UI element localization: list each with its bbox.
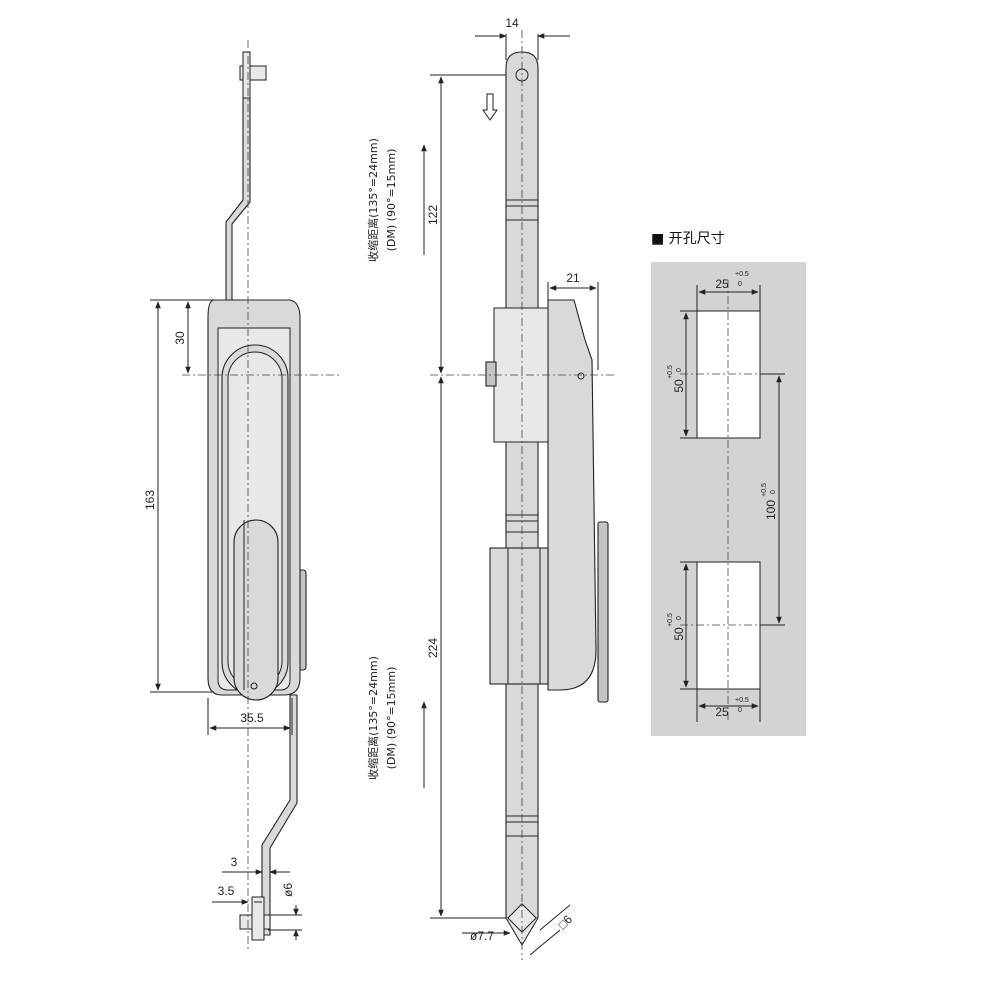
dim-21: 21: [547, 271, 599, 370]
lower-rod: [239, 694, 298, 941]
upper-cutout-hole: [696, 310, 761, 439]
dim-dia-6-label: ø6: [281, 883, 295, 897]
dim-dia-7-7: ø7.7: [462, 929, 511, 943]
dim-14: 14: [475, 16, 570, 60]
dim-3-5-label: 3.5: [218, 884, 235, 898]
retraction-note-top-line2: (DM) (90°=15mm): [385, 149, 398, 252]
dim-cutout-bottom-width: 25 +0.5 0: [696, 689, 761, 722]
side-view: 14 122 224 21 ø7.7 □6: [366, 16, 615, 960]
dim-3-label: 3: [231, 855, 238, 869]
cutout-title: ■ 开孔尺寸: [651, 231, 725, 247]
dim-224: 224: [426, 376, 506, 919]
dim-30-label: 30: [173, 331, 187, 345]
cutout-pitch-label: 100: [764, 500, 778, 520]
cutout-upper-height-tol-upper: +0.5: [667, 365, 674, 379]
dim-224-label: 224: [426, 638, 440, 658]
cutout-bottom-width-label: 25: [715, 705, 729, 719]
dim-cutout-top-width: 25 +0.5 0: [696, 271, 761, 311]
dim-cutout-pitch: 100 +0.5 0: [760, 373, 785, 626]
dim-35-5-label: 35.5: [240, 711, 264, 725]
cutout-pitch-tol-upper: +0.5: [761, 483, 768, 497]
cutout-section: ■ 开孔尺寸 25 +0.5 0 50 +0.5 0: [651, 231, 806, 736]
dim-163: 163: [143, 299, 214, 693]
dim-21-label: 21: [566, 271, 580, 285]
dim-cutout-lower-height: 50 +0.5 0: [667, 561, 697, 690]
retraction-note-bottom-line2: (DM) (90°=15mm): [385, 667, 398, 770]
handle-housing: [485, 299, 609, 703]
cutout-top-width-tol-lower: 0: [738, 281, 742, 288]
direction-arrow-icon: [482, 93, 498, 121]
cutout-upper-height-tol-lower: 0: [676, 368, 683, 372]
retraction-note-bottom: 收缩距离(135°=24mm) (DM) (90°=15mm): [366, 656, 427, 788]
dim-163-label: 163: [143, 490, 157, 510]
dim-3: 3: [222, 855, 290, 880]
cutout-top-width-tol-upper: +0.5: [735, 271, 749, 278]
dim-dia-7-7-label: ø7.7: [470, 929, 494, 943]
cutout-upper-height-label: 50: [672, 379, 686, 393]
cutout-bottom-width-tol-upper: +0.5: [735, 697, 749, 704]
upper-rod: [225, 51, 267, 301]
dim-3-5: 3.5: [212, 884, 262, 905]
retraction-note-top-line1: 收缩距离(135°=24mm): [366, 138, 380, 262]
cutout-top-width-label: 25: [715, 277, 729, 291]
dim-122: 122: [426, 74, 506, 374]
cutout-lower-height-label: 50: [672, 627, 686, 641]
retraction-note-top: 收缩距离(135°=24mm) (DM) (90°=15mm): [366, 138, 427, 262]
dim-122-label: 122: [426, 205, 440, 225]
handle-body: [207, 299, 307, 701]
dim-cutout-upper-height: 50 +0.5 0: [667, 310, 697, 439]
dim-30: 30: [173, 301, 191, 374]
cutout-lower-height-tol-lower: 0: [676, 616, 683, 620]
dim-14-label: 14: [505, 16, 519, 30]
dim-dia-6: ø6: [268, 883, 302, 940]
front-view: 163 30 35.5 3 3.5: [143, 40, 340, 950]
retraction-note-bottom-line1: 收缩距离(135°=24mm): [366, 656, 380, 780]
dim-35-5: 35.5: [207, 698, 293, 735]
cutout-lower-height-tol-upper: +0.5: [667, 613, 674, 627]
cutout-pitch-tol-lower: 0: [770, 490, 777, 494]
lower-cutout-hole: [696, 561, 761, 690]
cutout-bottom-width-tol-lower: 0: [738, 707, 742, 714]
